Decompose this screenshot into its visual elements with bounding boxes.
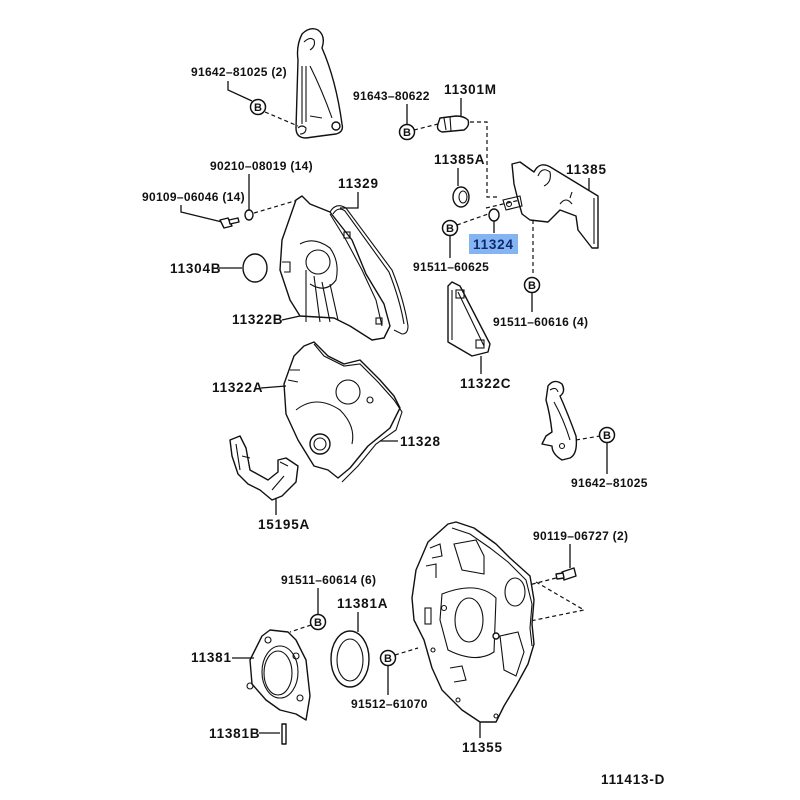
bolt-marker-b[interactable]: B	[379, 649, 397, 667]
selected-part-highlight[interactable]: 11324	[469, 234, 518, 254]
label-11381[interactable]: 11381	[191, 650, 232, 665]
label-11322B[interactable]: 11322B	[232, 312, 283, 327]
engine-hanger-bracket-top[interactable]	[295, 27, 344, 139]
label-11381B[interactable]: 11381B	[209, 726, 260, 741]
bolt-marker-b[interactable]: B	[309, 613, 327, 631]
label-11385A[interactable]: 11385A	[434, 152, 485, 167]
bolt-marker-b[interactable]: B	[523, 276, 541, 294]
nut-11324[interactable]	[488, 208, 500, 222]
label-91643-80622[interactable]: 91643–80622	[353, 89, 430, 103]
label-91512-61070[interactable]: 91512–61070	[351, 697, 428, 711]
end-plate-11355[interactable]	[411, 521, 535, 723]
label-11381A[interactable]: 11381A	[337, 596, 388, 611]
pin-11381B[interactable]	[281, 723, 287, 745]
stud-11301M[interactable]	[436, 115, 470, 133]
bolt-90109-06046[interactable]	[219, 217, 240, 229]
label-11322C[interactable]: 11322C	[460, 376, 511, 391]
label-91511-60616-4[interactable]: 91511–60616 (4)	[493, 315, 588, 329]
cap-11304B[interactable]	[242, 253, 268, 283]
bolt-marker-letter: B	[254, 102, 262, 114]
label-90119-06727-2[interactable]: 90119–06727 (2)	[533, 529, 628, 543]
gasket-11329[interactable]	[329, 205, 409, 335]
label-11322A[interactable]: 11322A	[212, 380, 263, 395]
engine-hanger-bracket-right[interactable]	[541, 380, 578, 461]
cover-piece-11322C[interactable]	[447, 281, 491, 357]
bolt-marker-letter: B	[603, 430, 611, 442]
label-91642-81025[interactable]: 91642–81025	[571, 476, 648, 490]
label-11301M[interactable]: 11301M	[444, 82, 497, 97]
label-11329[interactable]: 11329	[338, 176, 379, 191]
label-11385[interactable]: 11385	[566, 162, 607, 177]
bolt-marker-b[interactable]: B	[398, 123, 416, 141]
oil-seal-11385A[interactable]	[452, 186, 470, 208]
bolt-marker-letter: B	[446, 223, 454, 235]
oil-seal-retainer-11381[interactable]	[246, 629, 311, 721]
label-15195A[interactable]: 15195A	[258, 517, 310, 532]
label-11328[interactable]: 11328	[400, 434, 441, 449]
bolt-90119-06727[interactable]	[555, 567, 577, 581]
bolt-marker-letter: B	[403, 127, 411, 139]
bolt-marker-b[interactable]: B	[441, 219, 459, 237]
label-91511-60625[interactable]: 91511–60625	[413, 260, 489, 274]
label-11304B[interactable]: 11304B	[170, 261, 221, 276]
bolt-marker-letter: B	[384, 653, 392, 665]
label-91642-81025-2[interactable]: 91642–81025 (2)	[191, 65, 287, 79]
upper-timing-cover-11322B[interactable]	[279, 195, 391, 341]
plate-11385[interactable]	[502, 161, 599, 249]
label-11355[interactable]: 11355	[462, 740, 503, 755]
washer-90210-08019[interactable]	[244, 209, 254, 221]
label-11324: 11324	[473, 237, 514, 252]
bolt-marker-letter: B	[528, 280, 536, 292]
label-91511-60614-6[interactable]: 91511–60614 (6)	[281, 573, 376, 587]
diagram-code: 111413-D	[601, 772, 665, 787]
bolt-marker-b[interactable]: B	[249, 98, 267, 116]
crankshaft-guide-15195A[interactable]	[229, 435, 299, 501]
lower-timing-cover-11322A[interactable]	[283, 341, 403, 483]
label-90210-08019-14[interactable]: 90210–08019 (14)	[210, 159, 313, 173]
oil-seal-11381A[interactable]	[330, 630, 370, 688]
label-90109-06046-14[interactable]: 90109–06046 (14)	[142, 190, 245, 204]
bolt-marker-b[interactable]: B	[598, 426, 616, 444]
bolt-marker-letter: B	[314, 617, 322, 629]
